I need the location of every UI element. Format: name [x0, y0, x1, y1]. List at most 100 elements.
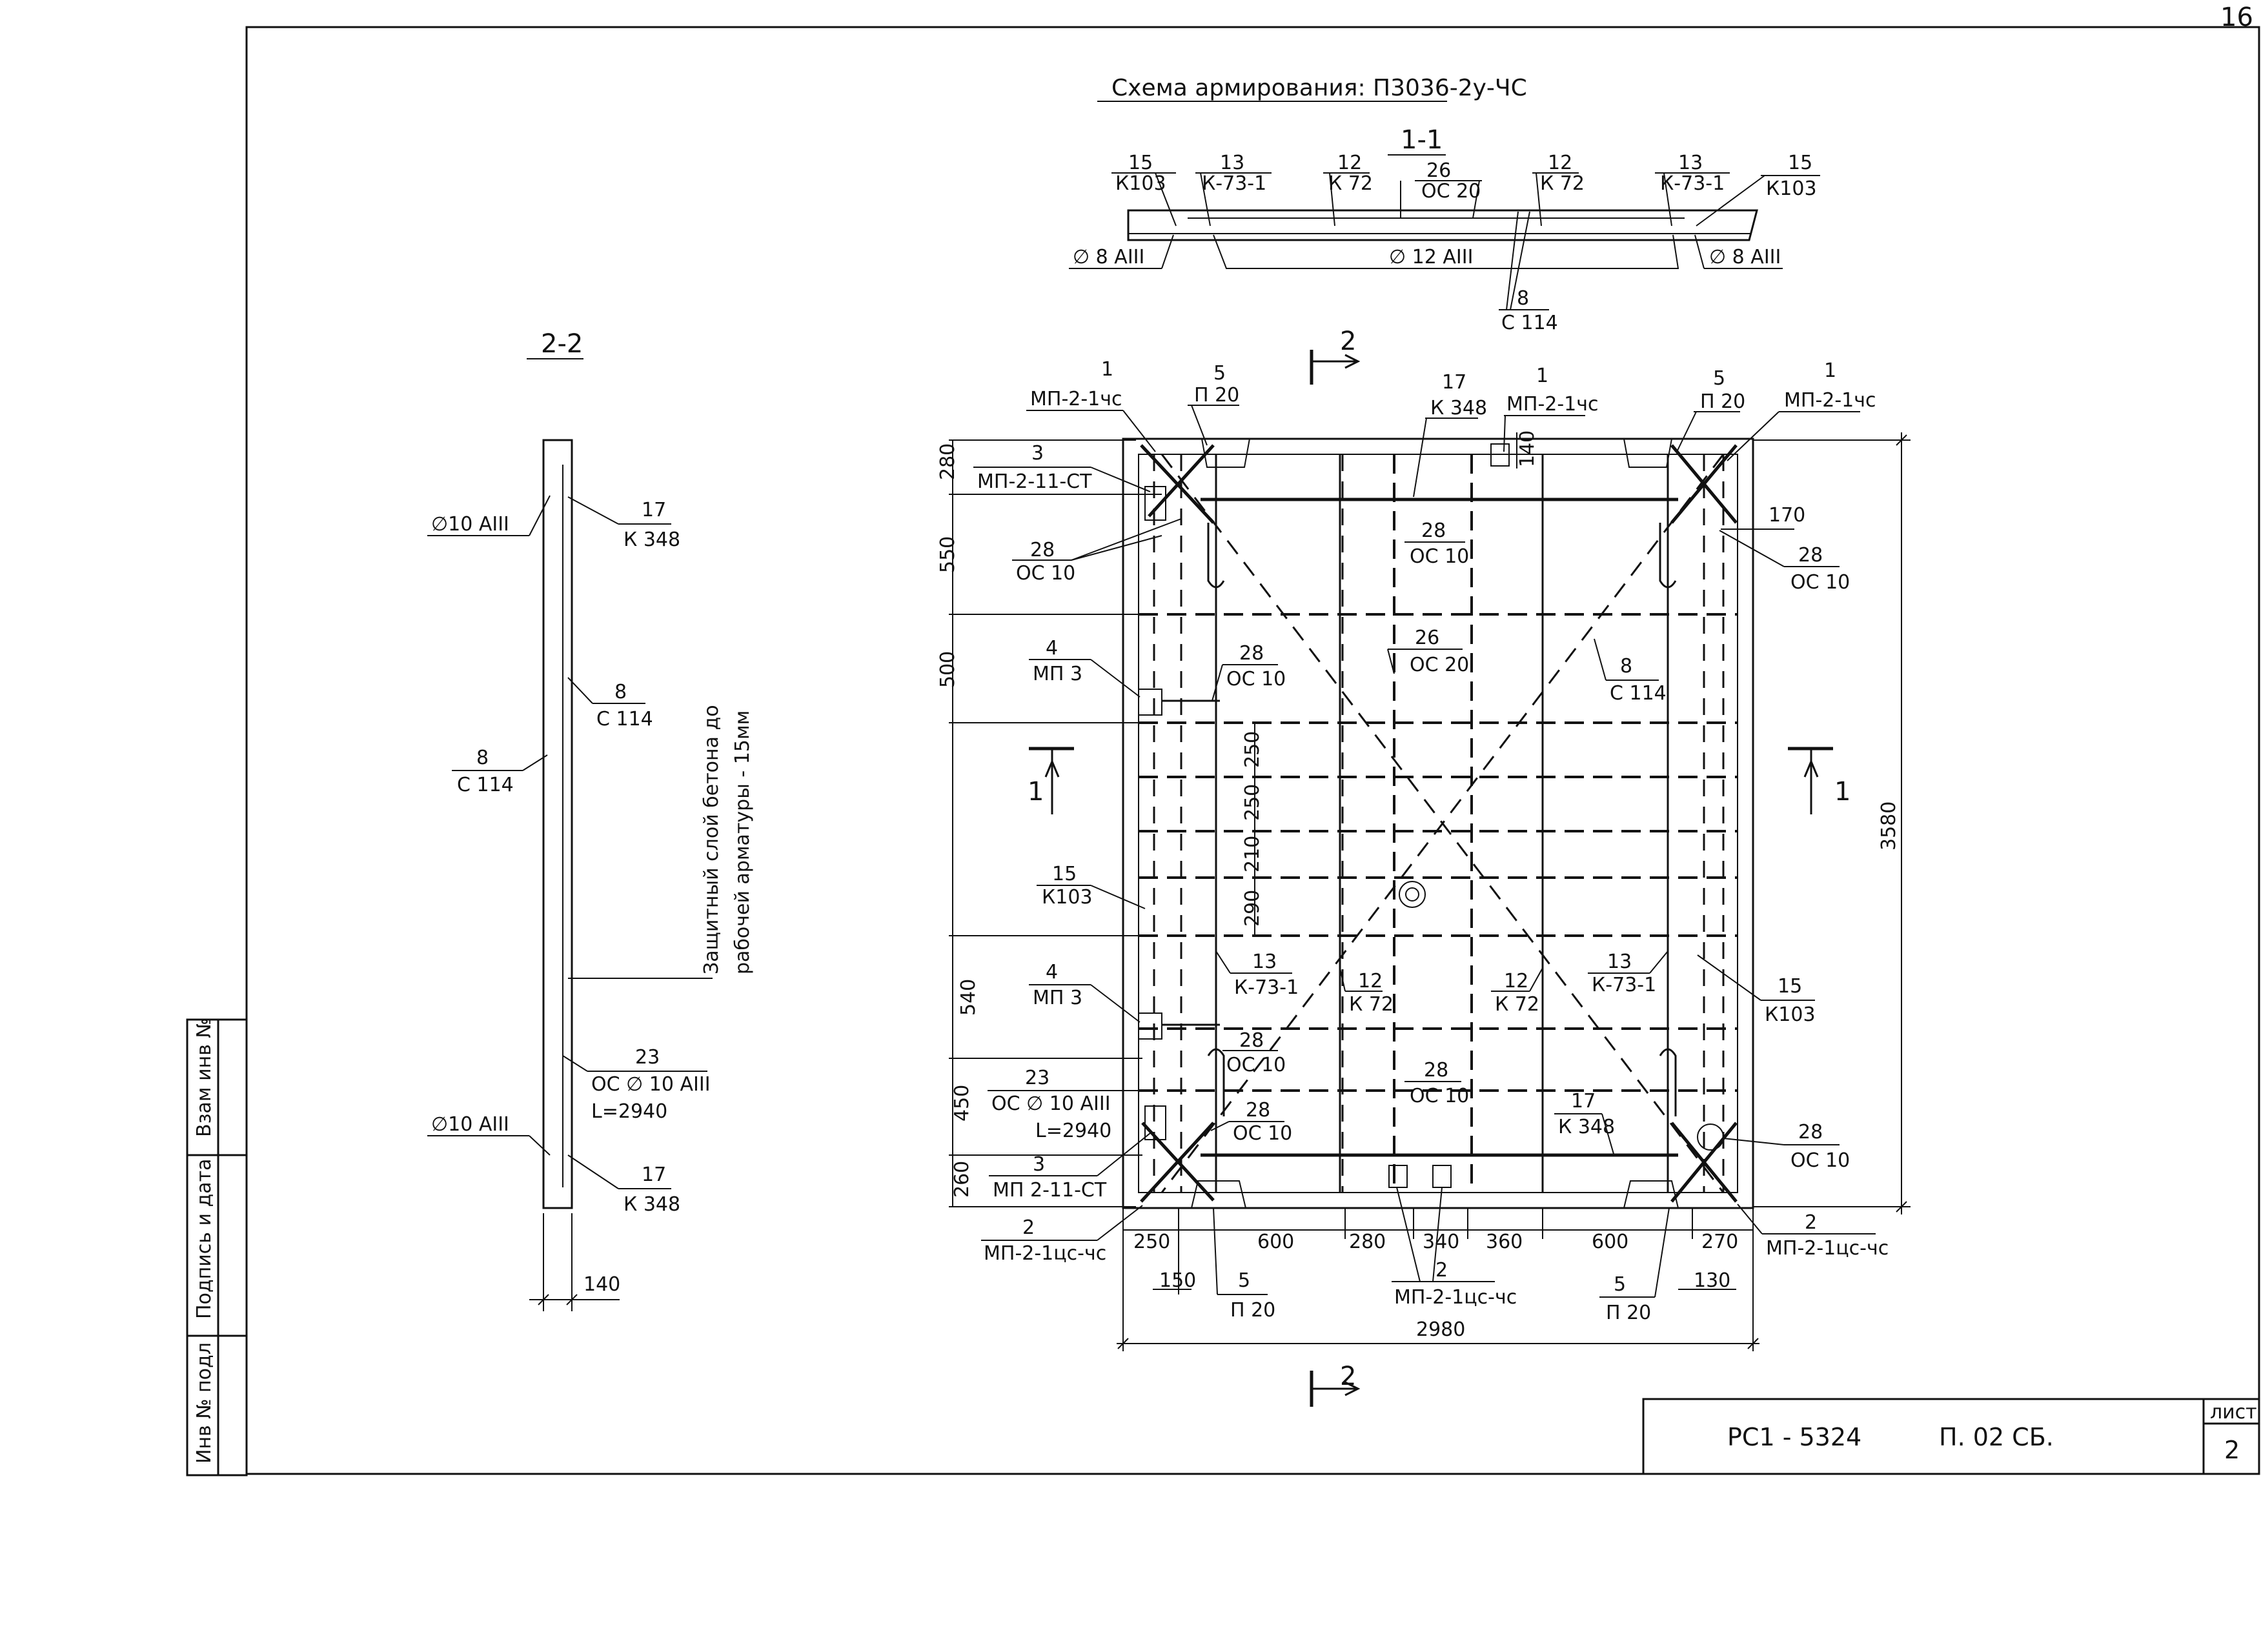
svg-text:26: 26	[1426, 159, 1451, 182]
svg-text:2: 2	[1805, 1211, 1817, 1234]
svg-text:8: 8	[1517, 287, 1529, 310]
embedded-plate	[1432, 1165, 1452, 1188]
plan-callout-inner: 12 К 72	[1339, 967, 1394, 1016]
plan-callout-left: 15 К103	[1037, 863, 1146, 909]
svg-text:МП-2-1чс: МП-2-1чс	[1784, 389, 1876, 412]
hook-oc10	[1207, 1048, 1225, 1116]
svg-text:ОС 20: ОС 20	[1410, 654, 1469, 676]
sheet-frame	[245, 26, 2260, 1475]
svg-text:12: 12	[1504, 970, 1528, 992]
svg-text:К 348: К 348	[624, 1193, 680, 1216]
section-2-2-slab	[542, 439, 573, 1209]
stamp-field-inv: Инв № подл	[193, 1342, 216, 1464]
plan-view: 2 2 1 1	[937, 327, 1911, 1407]
section-2-2-label: 2-2	[541, 329, 583, 359]
svg-text:К103: К103	[1115, 172, 1166, 195]
svg-text:МП-2-1чс: МП-2-1чс	[1506, 393, 1599, 416]
plan-callout-inner: 13 К-73-1	[1588, 951, 1668, 996]
section-1-1-rebar-mid: ∅ 12 АIII	[1213, 234, 1679, 269]
plan-callout-bottom: 5 П 20	[1599, 1207, 1670, 1324]
svg-text:К-73-1: К-73-1	[1660, 172, 1725, 195]
svg-text:4: 4	[1046, 637, 1058, 660]
plan-callout-left: 3 МП-2-11-СТ	[973, 442, 1151, 493]
svg-text:8: 8	[614, 681, 627, 703]
section-1-1: 1-1 15 К103 13 К-73-1 12 К 72 26 ОС 20	[1069, 125, 1820, 334]
svg-text:12: 12	[1358, 970, 1383, 992]
plan-callout-inner: 26 ОС 20	[1387, 627, 1469, 676]
sheet-label: лист	[2210, 1401, 2257, 1424]
svg-text:28: 28	[1246, 1099, 1270, 1122]
svg-text:17: 17	[1442, 371, 1466, 394]
svg-text:130: 130	[1694, 1269, 1730, 1292]
diagonal-brace	[1161, 454, 1725, 1193]
dim-130: 130	[1678, 1269, 1736, 1292]
svg-text:∅ 8 АIII: ∅ 8 АIII	[1073, 246, 1144, 268]
svg-text:МП-2-1цс-чс: МП-2-1цс-чс	[1766, 1237, 1889, 1260]
plan-callout-inner: 13 К-73-1	[1215, 951, 1299, 999]
drawing-title: Схема армирования: П3036-2у-ЧС	[1111, 75, 1527, 101]
embedded-plate	[1138, 689, 1162, 716]
svg-text:5: 5	[1213, 362, 1226, 385]
svg-text:15: 15	[1052, 863, 1077, 885]
svg-text:L=2940: L=2940	[1035, 1120, 1111, 1142]
svg-text:ОС 10: ОС 10	[1226, 1054, 1286, 1076]
plan-callout-top: 1 МП-2-1чс	[1727, 359, 1876, 461]
svg-text:23: 23	[1025, 1067, 1049, 1089]
svg-text:15: 15	[1778, 975, 1802, 998]
plan-callout-inner: 28 ОС 10	[1222, 1029, 1286, 1076]
plan-slab-outline	[1122, 438, 1754, 1209]
sheet-number: 2	[2224, 1436, 2240, 1464]
title-block-frame	[1642, 1398, 2260, 1475]
svg-text:260: 260	[951, 1161, 973, 1198]
dim-150: 150	[1153, 1269, 1196, 1292]
svg-text:1: 1	[1834, 777, 1850, 807]
section-1-1-callout-8: 8 С 114	[1499, 211, 1558, 334]
svg-text:12: 12	[1548, 152, 1572, 174]
svg-text:17: 17	[1571, 1090, 1596, 1113]
corner-brace	[1140, 1122, 1215, 1203]
section-2-2-rebar-top: ∅10 АIII	[427, 495, 551, 536]
section-mark-bottom: 2	[1310, 1362, 1361, 1407]
svg-text:28: 28	[1421, 519, 1446, 542]
section-2-2-callout-17-bottom: 17 К 348	[567, 1154, 680, 1216]
plan-callout-right: 2 МП-2-1цс-чс	[1737, 1204, 1889, 1260]
svg-text:МП-2-1цс-чс: МП-2-1цс-чс	[984, 1242, 1106, 1265]
corner-brace	[1670, 1122, 1738, 1203]
svg-text:МП-2-1чс: МП-2-1чс	[1030, 388, 1122, 410]
svg-text:290: 290	[1241, 890, 1264, 927]
svg-text:К103: К103	[1042, 886, 1093, 909]
section-2-2-cover-note: Защитный слой бетона до рабочей арматуры…	[568, 705, 754, 979]
svg-text:П 20: П 20	[1606, 1302, 1651, 1324]
svg-text:15: 15	[1128, 152, 1153, 174]
svg-text:ОС 10: ОС 10	[1790, 1149, 1850, 1172]
section-2-2-callout-17-top: 17 К 348	[567, 496, 680, 551]
svg-text:28: 28	[1030, 539, 1055, 561]
plan-callout-left: 4 МП 3	[1029, 961, 1141, 1023]
svg-text:210: 210	[1241, 836, 1264, 872]
svg-text:1: 1	[1101, 358, 1113, 381]
dim-chain-left: 280 550 500 540 450 260	[937, 439, 1162, 1207]
svg-text:1: 1	[1536, 365, 1548, 387]
section-1-1-callout: 15 К103	[1111, 152, 1177, 227]
plan-callout-inner: 28 ОС 10	[1210, 1099, 1292, 1145]
lifting-notch	[1623, 1180, 1679, 1209]
svg-text:500: 500	[937, 651, 959, 688]
svg-text:К 348: К 348	[624, 529, 680, 551]
doc-code: РС1 - 5324	[1727, 1423, 1861, 1451]
svg-text:С 114: С 114	[1610, 682, 1667, 705]
svg-text:250: 250	[1133, 1231, 1170, 1253]
center-sleeve	[1399, 881, 1426, 908]
svg-text:С 114: С 114	[1501, 312, 1558, 334]
section-mark-top: 2	[1310, 327, 1361, 385]
svg-text:2: 2	[1435, 1259, 1448, 1282]
svg-text:540: 540	[957, 979, 980, 1016]
svg-text:К 72: К 72	[1495, 993, 1539, 1016]
svg-text:ОС 10: ОС 10	[1790, 571, 1850, 594]
svg-text:ОС ∅ 10 АIII: ОС ∅ 10 АIII	[591, 1073, 711, 1096]
svg-text:∅10 АIII: ∅10 АIII	[431, 513, 509, 536]
plan-slab-inner	[1138, 454, 1738, 1193]
svg-text:5: 5	[1238, 1269, 1250, 1292]
plan-callout-inner: 17 К 348	[1554, 1090, 1615, 1154]
svg-text:8: 8	[476, 747, 489, 769]
plan-callout-right: 8 С 114	[1594, 638, 1667, 705]
